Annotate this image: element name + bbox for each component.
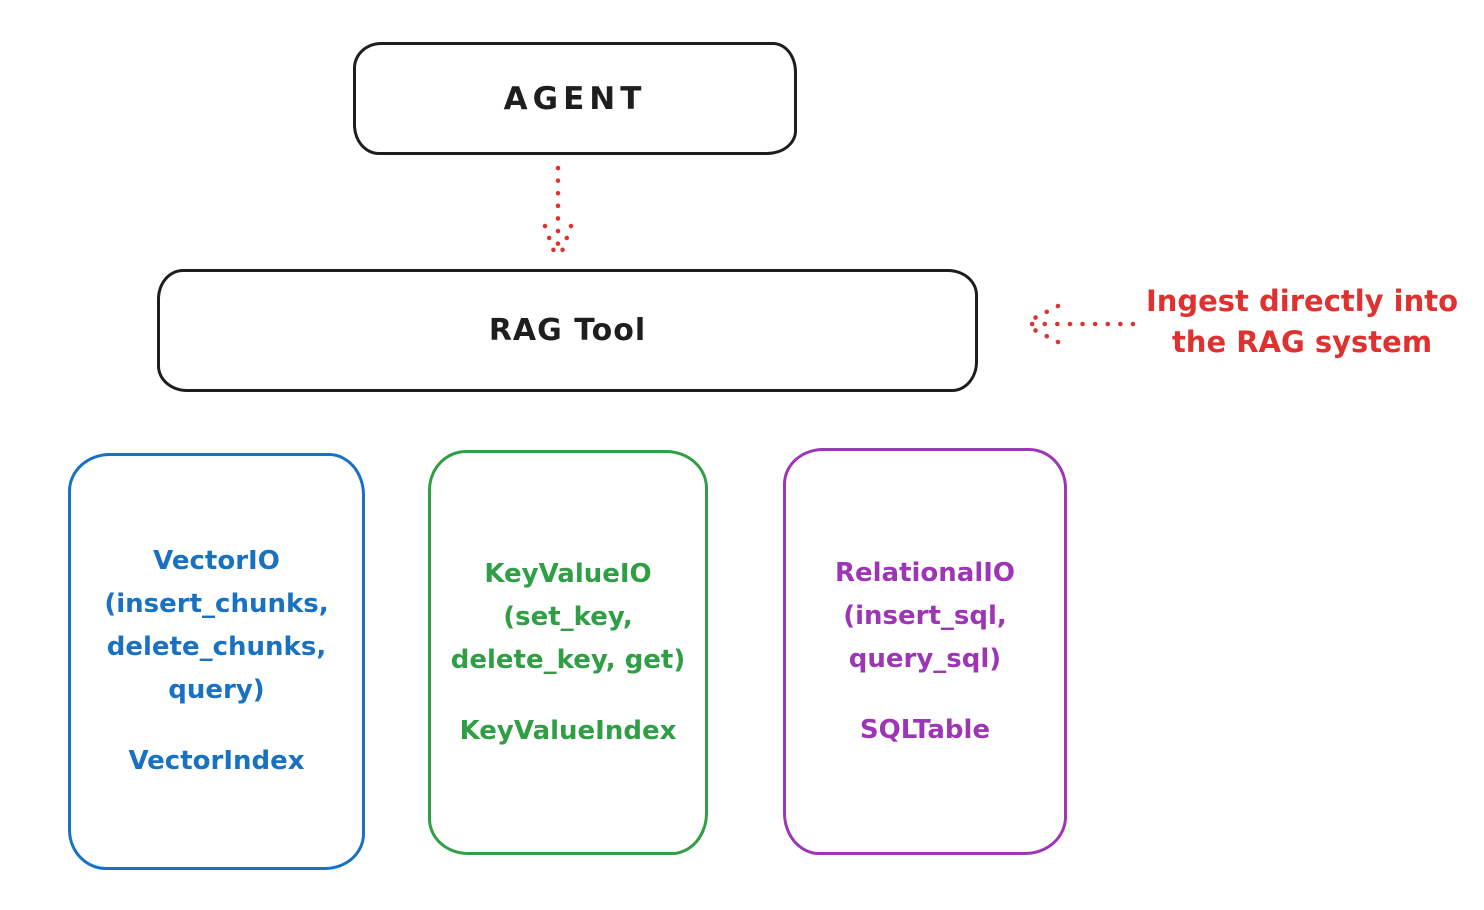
arrow-agent-to-ragtool-icon <box>542 165 574 260</box>
vector-index-label: VectorIndex <box>128 746 305 776</box>
ingest-annotation-line2: the RAG system <box>1171 325 1433 359</box>
vector-io-title: VectorIO <box>153 546 280 576</box>
agent-node: AGENT <box>353 42 797 155</box>
keyvalue-index-label: KeyValueIndex <box>459 715 677 746</box>
vector-io-methods: query) <box>168 675 265 705</box>
vector-io-node: VectorIO (insert_chunks, delete_chunks, … <box>68 453 365 870</box>
agent-label: AGENT <box>503 80 647 117</box>
vector-io-methods: delete_chunks, <box>106 632 327 662</box>
ingest-annotation: Ingest directly into the RAG system <box>1130 281 1474 363</box>
relational-io-methods: query_sql) <box>848 643 1002 674</box>
keyvalue-io-node: KeyValueIO (set_key, delete_key, get) Ke… <box>428 450 708 855</box>
vector-io-methods: (insert_chunks, <box>104 589 329 619</box>
rag-tool-node: RAG Tool <box>157 269 978 392</box>
keyvalue-io-methods: delete_key, get) <box>450 644 686 675</box>
keyvalue-io-methods: (set_key, <box>503 601 633 632</box>
arrow-annotation-to-ragtool-icon <box>1022 303 1136 345</box>
rag-tool-label: RAG Tool <box>488 313 647 348</box>
sqltable-label: SQLTable <box>859 714 991 745</box>
keyvalue-io-title: KeyValueIO <box>484 558 652 589</box>
ingest-annotation-line1: Ingest directly into <box>1145 284 1459 318</box>
relational-io-methods: (insert_sql, <box>843 600 1007 631</box>
relational-io-title: RelationalIO <box>834 557 1016 588</box>
relational-io-node: RelationalIO (insert_sql, query_sql) SQL… <box>783 448 1067 855</box>
